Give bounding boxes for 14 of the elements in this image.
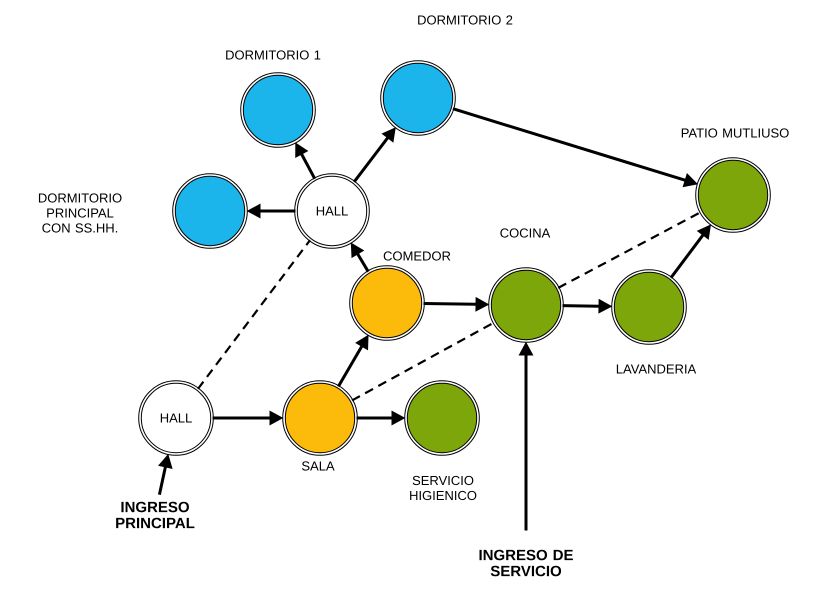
connector-line [197, 239, 311, 390]
room-label: PATIO MUTLIUSO [682, 128, 789, 138]
connector-line [558, 211, 702, 289]
room-label: LAVANDERIA [616, 364, 696, 374]
entrance-label: INGRESO DE SERVICIO [480, 550, 573, 576]
room-label: COMEDOR [384, 251, 450, 261]
room-label: SALA [302, 461, 335, 471]
entrance-label: INGRESO PRINCIPAL [116, 502, 194, 528]
room-label: SERVICIO HIGIENICO [410, 476, 476, 500]
room-label: COCINA [500, 228, 550, 238]
room-label: DORMITORIO PRINCIPAL CON SS.HH. [38, 193, 122, 233]
room-label: DORMITORIO 1 [226, 50, 320, 60]
room-label: DORMITORIO 2 [418, 15, 512, 25]
connector-line [351, 322, 495, 402]
